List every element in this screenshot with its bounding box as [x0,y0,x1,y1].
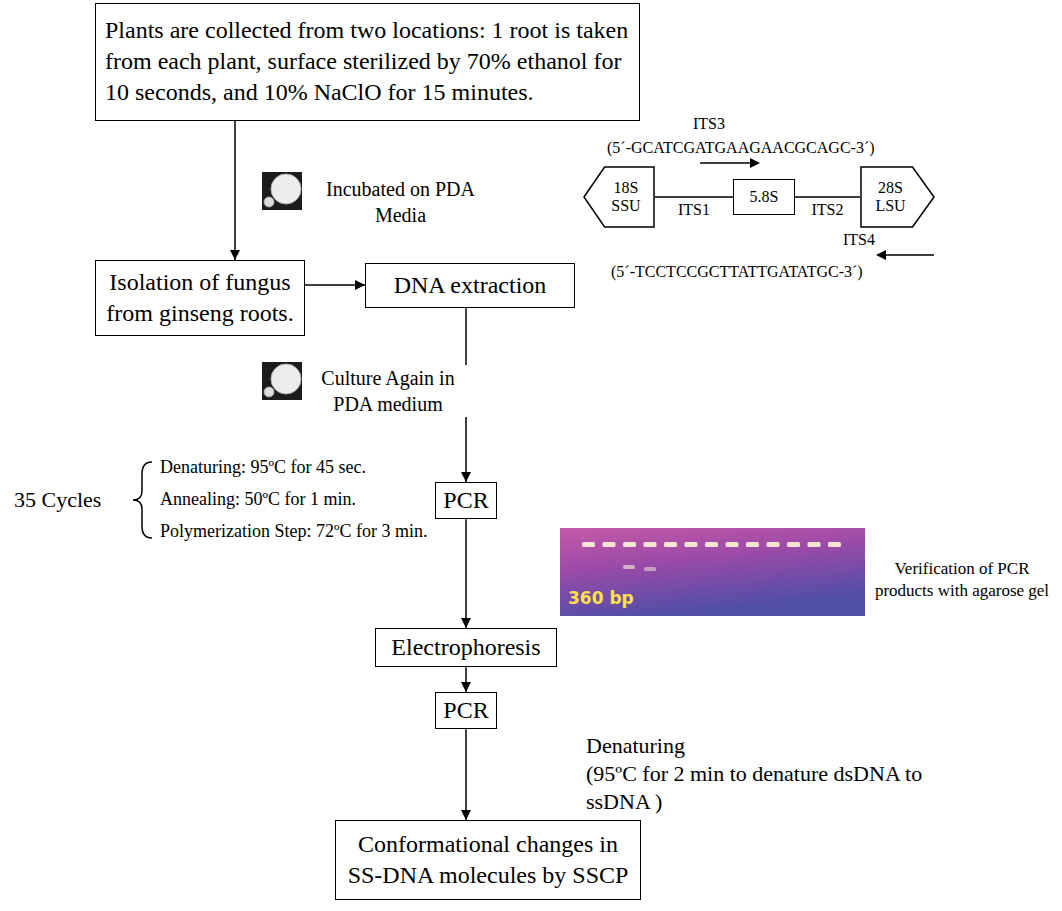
agarose-gel-photo [560,528,865,616]
primer-arrow [884,254,934,256]
flow-connector [305,284,365,286]
step-note: Incubated on PDA Media [318,176,483,228]
gel-caption: Verification of PCR products with agaros… [866,558,1058,602]
petri-dish [264,197,274,207]
process-box: Isolation of fungus from ginseng roots. [95,260,305,336]
gel-band [623,542,636,547]
gel-band [685,542,698,547]
cycle-count: 35 Cycles [14,487,101,513]
process-box: DNA extraction [365,263,575,308]
cycle-step: Denaturing: 95ºC for 45 sec. [160,457,366,479]
primer-arrow [700,162,752,164]
petri-dish-photo [262,362,302,400]
gene-block-shape [584,167,654,227]
gel-band [705,542,718,547]
flow-connector [655,196,733,198]
gel-band [767,542,780,547]
node-text: Conformational changes in SS-DNA molecul… [343,829,633,891]
petri-dish [271,364,301,394]
node-text: Isolation of fungus from ginseng roots. [103,267,297,329]
band-size: 360 bp [568,588,634,608]
gel-band [726,542,739,547]
primer-name: ITS3 [693,115,725,133]
node-text: 18S SSU [603,179,649,216]
flow-connector [465,667,467,692]
process-box: Conformational changes in SS-DNA molecul… [335,820,641,900]
gel-band [644,567,656,571]
node-text: DNA extraction [373,270,567,301]
step-note: Denaturing [586,733,685,759]
region-label: ITS2 [810,201,846,219]
region-label: ITS1 [676,201,712,219]
flow-connector [465,519,467,628]
cycle-step: Polymerization Step: 72ºC for 3 min. [160,521,428,543]
gel-band [808,542,821,547]
node-text: 5.8S [750,188,779,206]
rrna-gene-block: 18S SSU [583,166,655,228]
gel-band [664,542,677,547]
primer-arrowhead [750,158,760,168]
flow-connector [795,196,860,198]
primer-sequence: (5´-TCCTCCGCTTATTGATATGC-3´) [611,263,863,281]
primer-name: ITS4 [843,231,875,249]
petri-dish-photo [262,172,302,210]
primer-arrowhead [876,250,886,260]
node-text: PCR [440,695,492,726]
petri-dish [264,387,274,397]
primer-sequence: (5´-GCATCGATGAAGAACGCAGC-3´) [607,139,875,157]
node-text: 28S LSU [866,179,915,216]
step-note: Culture Again in PDA medium [308,365,468,417]
node-text: Electrophoresis [384,632,548,663]
flow-connector [465,729,467,820]
gel-band [582,542,595,547]
rrna-gene-block: 5.8S [733,179,795,215]
process-box: Plants are collected from two locations:… [95,3,640,121]
gel-band [644,542,657,547]
flow-connector [234,121,236,260]
gel-band [746,542,759,547]
node-text: PCR [440,485,492,516]
gene-block-shape [861,167,934,227]
gel-band [828,542,841,547]
gel-band [623,565,635,569]
gel-band [787,542,800,547]
cycle-brace [133,462,152,538]
process-box: Electrophoresis [375,628,557,667]
process-box: PCR [435,692,497,729]
petri-dish [271,174,301,204]
node-text: Plants are collected from two locations:… [105,15,630,109]
step-note: (95ºC for 2 min to denature dsDNA to ssD… [586,760,986,815]
cycle-step: Annealing: 50ºC for 1 min. [160,489,356,511]
gel-band [603,542,616,547]
process-box: PCR [435,482,497,519]
rrna-gene-block: 28S LSU [860,166,935,228]
